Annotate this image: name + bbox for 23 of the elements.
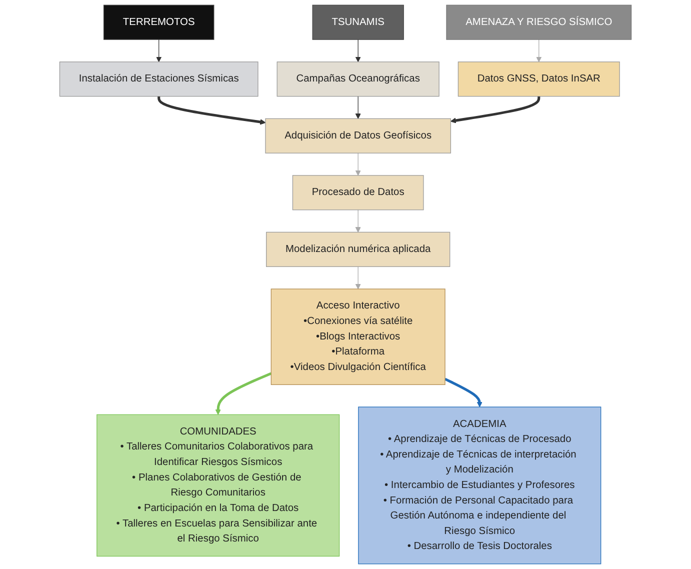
arrow <box>444 378 482 408</box>
node-box: Instalación de Estaciones Sísmicas <box>59 62 258 97</box>
arrow <box>156 39 162 62</box>
node-box: COMUNIDADES • Talleres Comunitarios Colaborativos para Identificar Riesgos Sísmicos • Planes Colaborativos de Gestión de Riesgo Comunitarios • Participación en la Toma de Datos • Talleres en Escuelas para Sensibilizar ante el Riesgo Sísmico <box>96 414 340 557</box>
node-box: Modelización numérica aplicada <box>266 232 450 267</box>
arrow <box>355 210 361 232</box>
arrow <box>450 96 540 124</box>
arrow <box>215 372 272 415</box>
node-box: ACADEMIA • Aprendizaje de Técnicas de Procesado • Aprendizaje de Técnicas de interpretación y Modelización • Intercambio de Estudiantes y Profesores • Formación de Personal Capacitado para Gestión Autónoma e independiente del Riesgo Sísmico • Desarrollo de Tesis Doctorales <box>358 406 602 564</box>
arrow <box>355 96 361 119</box>
arrow <box>355 266 361 290</box>
arrow <box>355 39 361 62</box>
arrow <box>158 96 266 125</box>
node-box: Campañas Oceanográficas <box>276 62 440 97</box>
node-box: TERREMOTOS <box>103 4 214 40</box>
node-box: Adquisición de Datos Geofísicos <box>265 118 452 154</box>
arrow <box>536 39 542 62</box>
arrow <box>355 152 361 176</box>
node-box: AMENAZA Y RIESGO SÍSMICO <box>446 4 632 40</box>
node-box: Acceso Interactivo •Conexiones vía satélite •Blogs Interactivos •Plataforma •Videos Divulgación Científica <box>270 288 446 385</box>
node-box: TSUNAMIS <box>312 4 404 40</box>
node-box: Datos GNSS, Datos InSAR <box>458 62 620 97</box>
node-box: Procesado de Datos <box>292 175 424 210</box>
